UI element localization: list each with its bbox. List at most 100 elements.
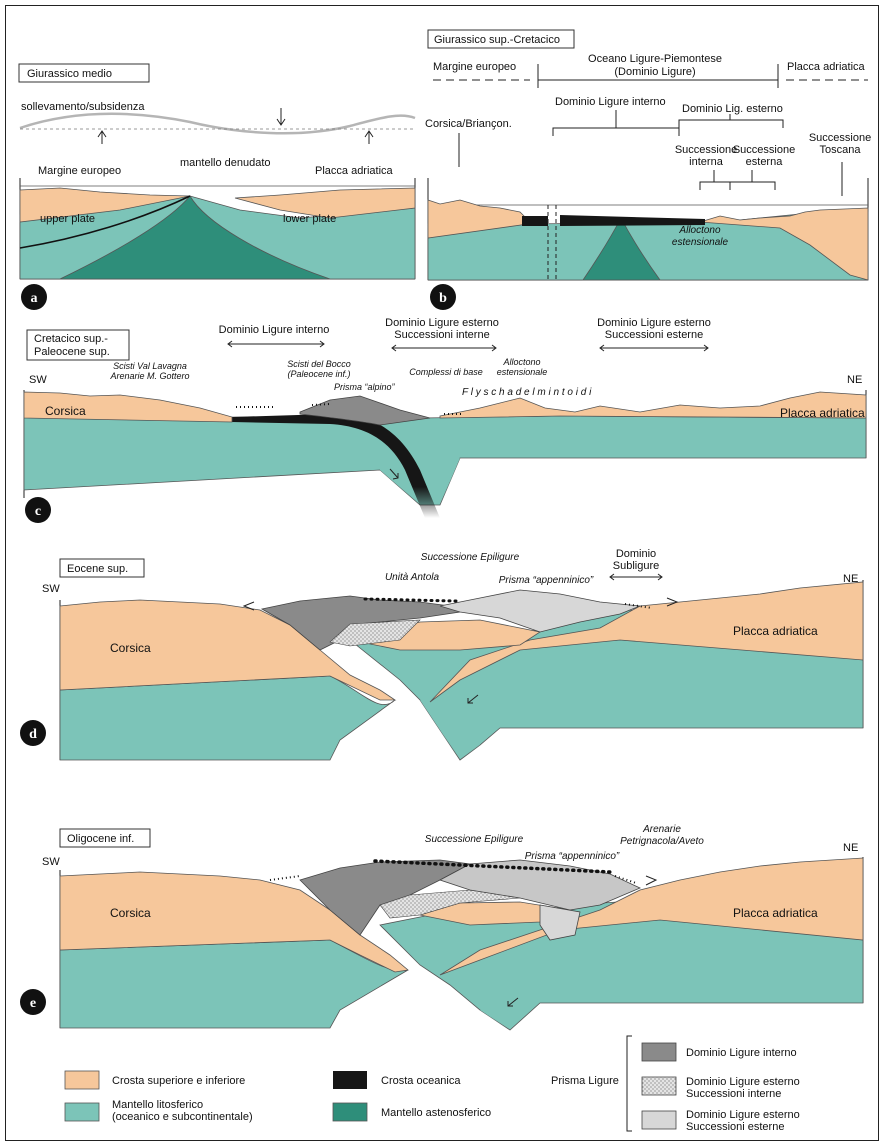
panel-d-plate-adr: Placca adriatica bbox=[733, 624, 818, 638]
panel-e-sw: SW bbox=[42, 856, 60, 868]
panel-b-ocean-2: (Dominio Ligure) bbox=[614, 66, 695, 78]
panel-d-sw: SW bbox=[42, 583, 60, 595]
legend-swatch-lig-int bbox=[642, 1043, 676, 1061]
panel-c-dom-ext-ext-1: Dominio Ligure esterno bbox=[597, 317, 711, 329]
panel-c-scisti-val-1: Scisti Val Lavagna bbox=[113, 361, 187, 371]
panel-e-corsica: Corsica bbox=[110, 906, 151, 920]
panel-e-aren-1: Arenarie bbox=[642, 824, 681, 835]
panel-a-lower-plate: lower plate bbox=[283, 213, 336, 225]
legend-oceanic: Crosta oceanica bbox=[381, 1075, 461, 1087]
dom-ext-bracket bbox=[679, 114, 783, 128]
panel-e-prisma: Prisma “appenninico” bbox=[525, 851, 620, 862]
legend-lig-ext-ext-2: Successioni esterne bbox=[686, 1121, 784, 1133]
legend-mantle-2: (oceanico e subcontinentale) bbox=[112, 1111, 253, 1123]
panel-c-plate-adr: Placca adriatica bbox=[780, 406, 865, 420]
legend-crust: Crosta superiore e inferiore bbox=[112, 1075, 245, 1087]
legend-swatch-oceanic bbox=[333, 1071, 367, 1089]
panel-d-succ-epi: Successione Epiligure bbox=[421, 552, 520, 563]
panel-b-title: Giurassico sup.-Cretacico bbox=[434, 34, 560, 46]
panel-b-succ-ext-2: esterna bbox=[746, 156, 784, 168]
panel-d-prisma: Prisma “appenninico” bbox=[499, 575, 594, 586]
panel-b-alloc-2: estensionale bbox=[672, 237, 729, 248]
epiligure-dots bbox=[270, 876, 300, 880]
panel-c-alloc-1: Alloctono bbox=[502, 357, 540, 367]
panel-c-ne: NE bbox=[847, 374, 862, 386]
succ-int-bracket bbox=[700, 170, 730, 190]
panel-b-succ-tosc-2: Toscana bbox=[820, 144, 862, 156]
panel-b-succ-ext-1: Successione bbox=[733, 144, 795, 156]
panel-c-dom-ext-int-range bbox=[392, 345, 496, 351]
panel-c-prisma: Prisma “alpino” bbox=[334, 382, 396, 392]
panel-d-corsica: Corsica bbox=[110, 641, 151, 655]
panel-c-dom-ext-ext-2: Successioni esterne bbox=[605, 329, 703, 341]
panel-a-margin-eu: Margine europeo bbox=[38, 165, 121, 177]
panel-b-dom-int: Dominio Ligure interno bbox=[555, 96, 666, 108]
panel-e: Oligocene inf. SW NE Successione Epiligu… bbox=[20, 824, 863, 1030]
panel-d: Eocene sup. SW NE Successione Epiligure … bbox=[20, 548, 863, 760]
panel-b-margin-eu: Margine europeo bbox=[433, 61, 516, 73]
arrow-up-icon bbox=[98, 131, 106, 144]
panel-a-mantle-exposed: mantello denudato bbox=[180, 157, 271, 169]
panel-e-title: Oligocene inf. bbox=[67, 833, 134, 845]
panel-a-upper-plate: upper plate bbox=[40, 213, 95, 225]
panel-b-succ-int-2: interna bbox=[689, 156, 724, 168]
panel-b-corsica: Corsica/Brianҫon. bbox=[425, 118, 512, 130]
dom-int-bracket bbox=[553, 110, 679, 136]
panel-c-corsica: Corsica bbox=[45, 404, 86, 418]
panel-c-sw: SW bbox=[29, 374, 47, 386]
panel-e-plate-adr: Placca adriatica bbox=[733, 906, 818, 920]
panel-c-dom-ext-int-2: Successioni interne bbox=[394, 329, 489, 341]
succ-ext-bracket bbox=[730, 170, 775, 190]
panel-d-sub-1: Dominio bbox=[616, 548, 656, 560]
legend-lig-ext-int-2: Successioni interne bbox=[686, 1088, 781, 1100]
panel-b-dom-ext: Dominio Lig. esterno bbox=[682, 103, 783, 115]
arrow-up-icon bbox=[365, 131, 373, 144]
panel-b-letter: b bbox=[439, 291, 447, 306]
panel-c-scisti-val-2: Arenarie M. Gottero bbox=[109, 371, 189, 381]
legend: Crosta superiore e inferiore Mantello li… bbox=[65, 1036, 800, 1133]
uplift-label: sollevamento/subsidenza bbox=[21, 101, 145, 113]
legend-swatch-lig-ext-int bbox=[642, 1077, 676, 1095]
panel-d-letter: d bbox=[29, 727, 37, 742]
panel-b-alloc-1: Alloctono bbox=[678, 225, 721, 236]
panel-c-alloc-2: estensionale bbox=[497, 367, 548, 377]
panel-a: Giurassico medio sollevamento/subsidenza… bbox=[19, 64, 415, 310]
panel-c-title-1: Cretacico sup.- bbox=[34, 333, 108, 345]
panel-b: Giurassico sup.-Cretacico Margine europe… bbox=[425, 30, 871, 310]
panel-c-flysch: F l y s c h a d e l m i n t o i d i bbox=[462, 387, 592, 398]
legend-prisma-title: Prisma Ligure bbox=[551, 1075, 619, 1087]
legend-swatch-crust bbox=[65, 1071, 99, 1089]
legend-swatch-asthen bbox=[333, 1103, 367, 1121]
panel-e-thrust-arrow-icon bbox=[646, 876, 656, 885]
panel-c-complessi: Complessi di base bbox=[409, 367, 483, 377]
panel-b-succ-tosc-1: Successione bbox=[809, 132, 871, 144]
panel-c: Cretacico sup.- Paleocene sup. Dominio L… bbox=[24, 317, 866, 523]
panel-c-scisti-bocco-1: Scisti del Bocco bbox=[287, 359, 351, 369]
panel-c-dom-int-range bbox=[228, 341, 324, 347]
panel-c-scisti-bocco-2: (Paleocene inf.) bbox=[287, 369, 350, 379]
panel-a-letter: a bbox=[31, 291, 38, 306]
panel-e-letter: e bbox=[30, 996, 36, 1011]
legend-lig-int: Dominio Ligure interno bbox=[686, 1047, 797, 1059]
panel-d-sub-2: Subligure bbox=[613, 560, 659, 572]
panel-c-dom-int: Dominio Ligure interno bbox=[219, 324, 330, 336]
panel-e-succ-epi: Successione Epiligure bbox=[425, 834, 524, 845]
panel-b-ocean-1: Oceano Ligure-Piemontese bbox=[588, 53, 722, 65]
panel-d-sub-range bbox=[610, 574, 662, 580]
legend-asthen: Mantello astenosferico bbox=[381, 1107, 491, 1119]
panel-b-plate-adr: Placca adriatica bbox=[787, 61, 866, 73]
panel-c-dom-ext-int-1: Dominio Ligure esterno bbox=[385, 317, 499, 329]
panel-b-succ-int-1: Successione bbox=[675, 144, 737, 156]
panel-c-title-2: Paleocene sup. bbox=[34, 346, 110, 358]
arrow-down-icon bbox=[277, 108, 285, 125]
panel-a-title: Giurassico medio bbox=[27, 68, 112, 80]
legend-lig-ext-int-1: Dominio Ligure esterno bbox=[686, 1076, 800, 1088]
panel-d-mantle-fade bbox=[420, 700, 480, 760]
legend-bracket bbox=[627, 1036, 632, 1131]
panel-d-mantle-sw bbox=[60, 676, 395, 760]
panel-e-aren-2: Petrignacola/Aveto bbox=[620, 836, 704, 847]
panel-d-title: Eocene sup. bbox=[67, 563, 128, 575]
legend-swatch-lig-ext-ext bbox=[642, 1111, 676, 1129]
panel-c-dom-ext-ext-range bbox=[600, 345, 708, 351]
